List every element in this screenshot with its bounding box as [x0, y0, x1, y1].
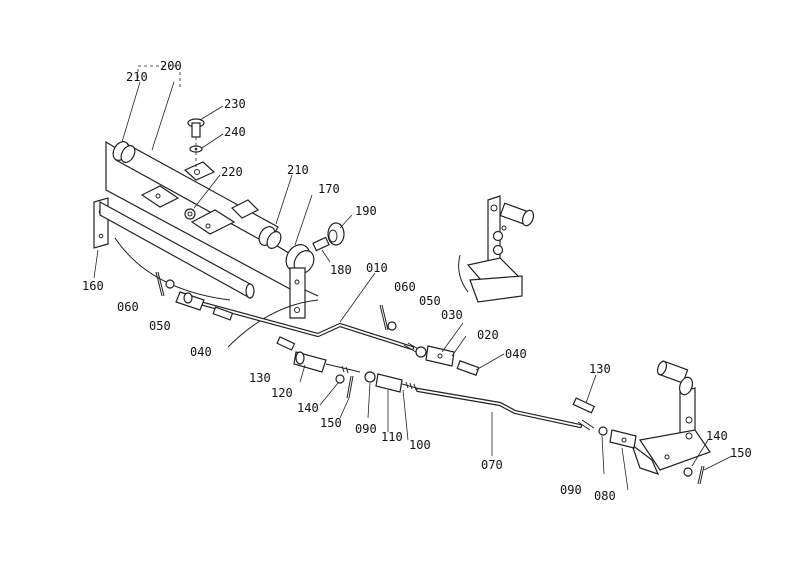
callout-040-left: 040: [190, 345, 212, 359]
callout-140-left: 140: [297, 401, 319, 415]
mount-tab-3: [190, 209, 236, 235]
callout-210-left: 210: [126, 70, 148, 84]
lower-right-bracket: [630, 360, 711, 475]
callout-090-right: 090: [560, 483, 582, 497]
upper-right-bracket: [458, 195, 535, 303]
callout-130-right: 130: [589, 362, 611, 376]
clevis-030-020: [379, 304, 480, 376]
washer-140-right: [683, 467, 693, 477]
callout-060-right: 060: [394, 280, 416, 294]
callout-020: 020: [477, 328, 499, 342]
callout-230: 230: [224, 97, 246, 111]
callout-210-right: 210: [287, 163, 309, 177]
callout-090-left: 090: [355, 422, 377, 436]
group-bracket-200: [137, 65, 181, 88]
callout-030: 030: [441, 308, 463, 322]
turnbuckle-110: [375, 373, 403, 393]
rod-070: [415, 387, 595, 431]
pedal-arm: [289, 267, 306, 319]
callout-120: 120: [271, 386, 293, 400]
nut-090-right: [598, 426, 608, 436]
rod-010: [197, 300, 421, 353]
leader-lines: [93, 81, 733, 491]
callout-190: 190: [355, 204, 377, 218]
callout-100: 100: [409, 438, 431, 452]
callout-150-left: 150: [320, 416, 342, 430]
bracket-base-plate: [469, 275, 523, 303]
pin-130-right: [572, 397, 596, 414]
callout-110: 110: [381, 430, 403, 444]
pin-040-right: [456, 360, 480, 376]
callout-130-left: 130: [249, 371, 271, 385]
callout-240: 240: [224, 125, 246, 139]
clevis-080: [572, 397, 705, 485]
callout-170: 170: [318, 182, 340, 196]
clevis-020: [425, 345, 455, 367]
callout-160: 160: [82, 279, 104, 293]
clevis-080-body: [609, 429, 637, 449]
pedal-shaft-assembly: [93, 140, 345, 348]
washer-140-left: [335, 374, 345, 384]
callout-050-right: 050: [419, 294, 441, 308]
pin-130-left: [276, 336, 296, 351]
nut-030: [415, 346, 427, 358]
bracket-lower-base: [630, 443, 660, 475]
callout-220: 220: [221, 165, 243, 179]
callout-140-right: 140: [706, 429, 728, 443]
callout-010: 010: [366, 261, 388, 275]
bolt-180: [312, 236, 330, 252]
callout-060-left: 060: [117, 300, 139, 314]
washer-220: [184, 208, 196, 220]
callout-080: 080: [594, 489, 616, 503]
callout-150-right: 150: [730, 446, 752, 460]
bolt-230-group: [187, 118, 205, 168]
callout-200: 200: [160, 59, 182, 73]
pin-040-left: [212, 306, 234, 321]
turnbuckle-100-110: [276, 336, 421, 399]
callout-labels: 200 210 230 240 220 210 170 190 180 160 …: [82, 59, 752, 503]
nut-050-left: [165, 279, 175, 289]
callout-050-left: 050: [149, 319, 171, 333]
nut-090-left: [364, 371, 376, 383]
callout-180: 180: [330, 263, 352, 277]
nut-050-right: [387, 321, 397, 331]
callout-070: 070: [481, 458, 503, 472]
callout-040-right: 040: [505, 347, 527, 361]
knob-190: [327, 222, 345, 246]
clevis-left: [155, 271, 234, 321]
